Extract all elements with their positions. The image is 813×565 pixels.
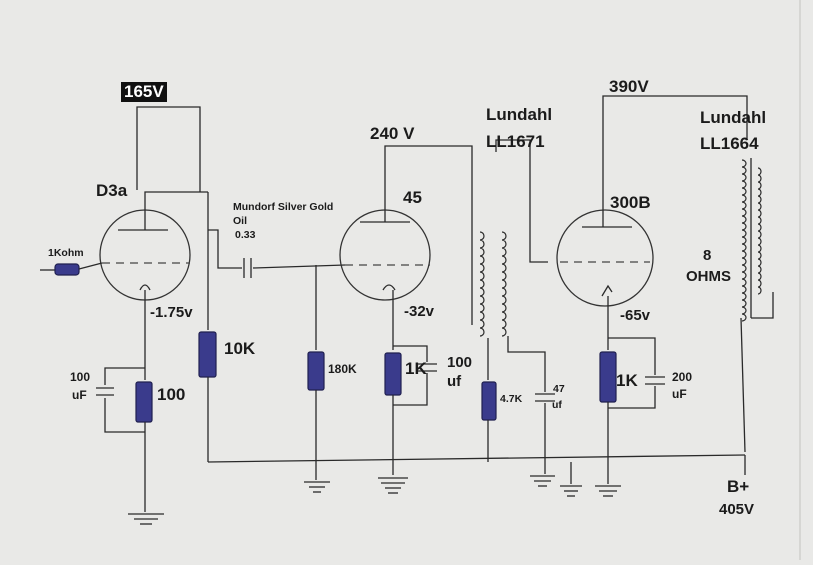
wire-ll1671-sec-return: [507, 336, 546, 392]
wire-speaker: [751, 292, 774, 319]
wire-100uf-top: [104, 367, 145, 385]
transformer-ll1671: [479, 231, 507, 337]
label-bplus: B+: [727, 477, 750, 496]
resistor-1k-300b: [599, 351, 617, 403]
label-ll1671: LL1671: [486, 132, 545, 151]
label-minus-65v: -65v: [620, 307, 651, 324]
wire-grid-d3a: [78, 262, 103, 270]
label-d3a: D3a: [96, 181, 128, 200]
coil-ll1664-primary: [741, 159, 747, 322]
wire-coupling-right: [252, 264, 346, 269]
label-mundorf-1: Mundorf Silver Gold: [233, 201, 334, 213]
resistor-4-7k: [481, 381, 497, 421]
label-100uf-b: uF: [72, 388, 87, 402]
wire-100uf-bottom: [104, 398, 145, 433]
ground-300b: [595, 485, 621, 497]
label-47uf-a: 47: [553, 383, 565, 395]
wire-45-plate: [384, 145, 473, 325]
wire-d3a-plate: [144, 191, 208, 230]
label-165v: 165V: [121, 82, 167, 102]
label-minus-32v: -32v: [404, 303, 435, 320]
label-1k-45: 1K: [405, 359, 427, 378]
label-mundorf-3: 0.33: [235, 229, 256, 241]
coil-ll1664-secondary: [757, 167, 762, 295]
label-8-ohms-a: 8: [703, 247, 712, 264]
wire-300b-plate: [602, 95, 748, 227]
wire-coupling-left: [208, 229, 242, 269]
ground-center: [560, 485, 582, 497]
resistor-180k: [307, 351, 325, 391]
wire-100uf-45-bottom: [393, 373, 428, 406]
coil-ll1671-secondary: [501, 231, 507, 337]
wire-bplus: [740, 317, 746, 453]
label-8-ohms-b: OHMS: [686, 268, 731, 285]
transformer-ll1664: [741, 159, 762, 322]
label-240v: 240 V: [370, 124, 415, 143]
label-lundahl-1: Lundahl: [486, 105, 553, 124]
wire-165v-rail: [136, 106, 201, 192]
label-45: 45: [403, 188, 422, 207]
label-100uf-a: 100: [70, 370, 91, 384]
resistor-10k: [198, 331, 217, 378]
label-180k: 180K: [328, 362, 357, 376]
label-300b: 300B: [610, 193, 651, 212]
wire-ll1671-secondary: [495, 139, 548, 263]
label-mundorf-2: Oil: [233, 215, 248, 227]
label-1kohm: 1Kohm: [48, 247, 84, 259]
label-minus-1-75v: -1.75v: [150, 304, 193, 321]
label-200uf-b: uF: [672, 387, 687, 401]
wire-100uf-45-top: [393, 345, 428, 362]
resistor-1k-45: [384, 352, 402, 396]
label-4-7k: 4.7K: [500, 393, 523, 405]
ground-180k: [304, 481, 330, 493]
label-r100: 100: [157, 385, 186, 404]
label-47uf-b: uf: [552, 399, 562, 411]
ground-d3a: [128, 513, 164, 525]
label-lundahl-2: Lundahl: [700, 108, 767, 127]
resistor-100: [135, 381, 153, 423]
label-390v: 390V: [609, 77, 649, 96]
label-bplus-voltage: 405V: [719, 501, 755, 518]
ground-45: [378, 477, 408, 494]
wire-200uf-top: [608, 337, 656, 375]
wire-ground-bus: [207, 454, 746, 463]
tube-300b: [556, 209, 654, 307]
label-200uf-a: 200: [672, 370, 693, 384]
label-ll1664: LL1664: [700, 134, 759, 153]
coil-ll1671-primary: [479, 231, 485, 337]
wire-200uf-bottom: [608, 386, 656, 409]
label-1k-300b: 1K: [616, 371, 638, 390]
label-100-45a: 100: [447, 354, 473, 371]
ground-47uf: [530, 475, 555, 487]
label-100-45b: uf: [447, 373, 462, 390]
resistor-1kohm: [54, 263, 80, 276]
label-10k: 10K: [224, 339, 256, 358]
